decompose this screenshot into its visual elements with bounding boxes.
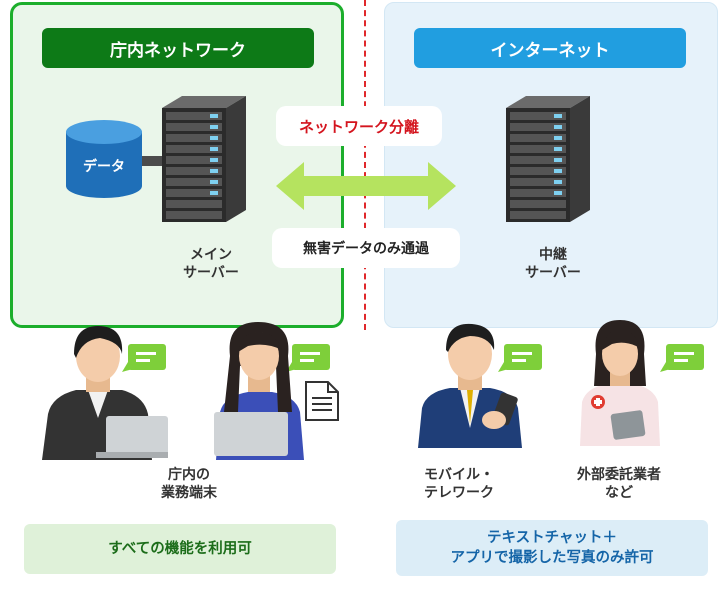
office-worker-woman-icon [214,322,304,460]
mobile-telework-label-line1: モバイル・ [424,467,494,483]
internal-terminal-label: 庁内の 業務端末 [144,466,234,502]
main-server-icon [162,96,246,222]
chat-bubble-icon [286,344,330,372]
contractor-label-line1: 外部委託業者 [577,467,661,483]
mobile-telework-label-line2: テレワーク [424,485,494,501]
contractor-label-line2: など [605,485,633,501]
main-server-label-line2: サーバー [183,265,239,281]
all-features-box: すべての機能を利用可 [24,524,336,574]
contractor-icon [580,320,660,446]
passthrough-label: 無害データのみ通過 [272,228,460,268]
relay-server-label: 中継 サーバー [510,246,596,282]
contractor-label: 外部委託業者 など [556,466,682,502]
relay-server-icon [506,96,590,222]
internal-terminal-label-line1: 庁内の [168,467,210,483]
network-divider [364,0,366,330]
office-worker-man-icon [42,326,168,460]
restricted-features-line1: テキストチャット＋ [487,530,617,546]
restricted-features-box: テキストチャット＋ アプリで撮影した写真のみ許可 [396,520,708,576]
chat-bubble-icon [498,344,542,372]
chat-bubble-icon [660,344,704,372]
relay-server-label-line2: サーバー [525,265,581,281]
separation-label: ネットワーク分離 [276,106,442,146]
chat-bubble-icon [122,344,166,372]
internet-title: インターネット [414,28,686,68]
internal-terminal-label-line2: 業務端末 [161,485,217,501]
main-server-label: メイン サーバー [168,246,254,282]
double-arrow-icon [276,162,456,210]
main-server-label-line1: メイン [190,247,232,263]
database-icon [66,120,170,198]
database-label: データ [83,159,125,175]
relay-server-label-line1: 中継 [539,247,567,263]
restricted-features-line2: アプリで撮影した写真のみ許可 [450,550,654,566]
mobile-worker-icon [418,323,522,448]
intranet-title: 庁内ネットワーク [42,28,314,68]
mobile-telework-label: モバイル・ テレワーク [404,466,514,502]
document-icon [305,381,339,421]
